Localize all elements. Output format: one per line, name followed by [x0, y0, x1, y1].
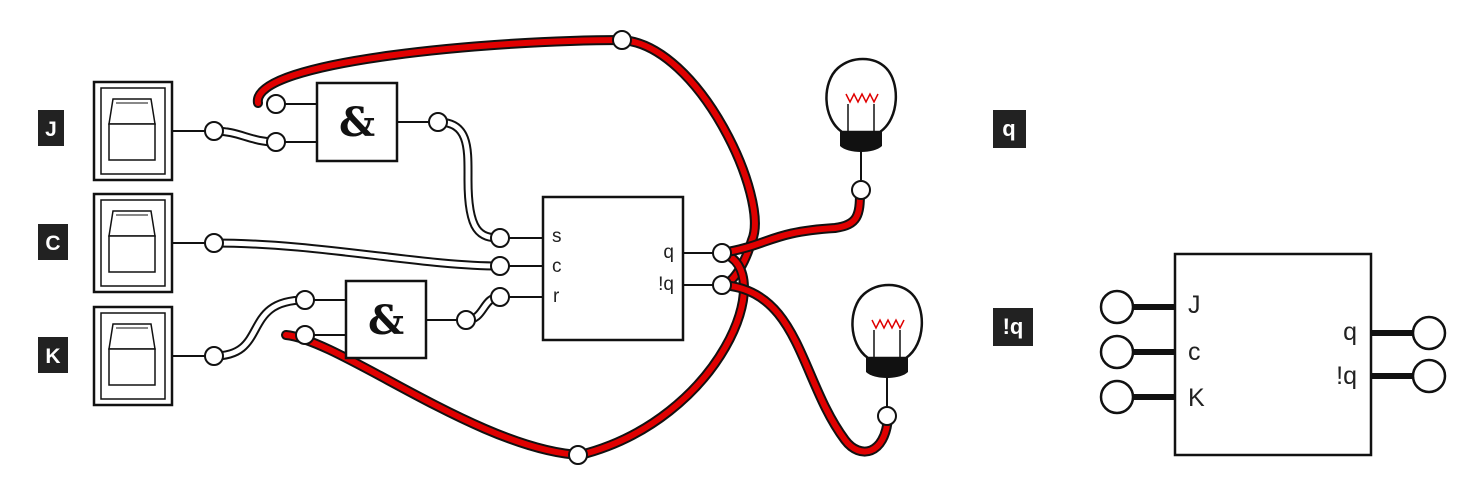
switch-j-output-node[interactable] [204, 121, 224, 141]
component-pin-label-nq: !q [1336, 362, 1357, 390]
sr-flipflop[interactable]: s c r q !q [500, 195, 722, 342]
wire-bend-node-bottom[interactable] [568, 445, 588, 465]
and2-output-node[interactable] [456, 310, 476, 330]
and-gate-lower[interactable]: & [305, 279, 466, 360]
pin-label-r: r [553, 286, 560, 307]
and1-input-b-node[interactable] [266, 132, 286, 152]
toggle-switch-icon [92, 305, 174, 407]
light-bulb-icon [851, 283, 924, 407]
input-label-c: C [38, 224, 68, 260]
pin-label-q: q [663, 242, 674, 263]
and2-input-a-node[interactable] [295, 290, 315, 310]
light-bulb-icon [825, 57, 898, 180]
component-pin-label-k: K [1188, 384, 1205, 412]
wire-nq-to-lamp-nq [717, 280, 893, 457]
ff-s-input-node[interactable] [490, 228, 510, 248]
lamp-nq-terminal[interactable] [877, 406, 897, 426]
jk-flipflop-component[interactable]: J c K q !q [1099, 252, 1447, 457]
and-symbol: & [339, 99, 375, 146]
switch-c-output-node[interactable] [204, 233, 224, 253]
switch-k-output-node[interactable] [204, 346, 224, 366]
switch-k[interactable] [92, 305, 214, 407]
ff-q-output-node[interactable] [712, 243, 732, 263]
switch-j[interactable] [92, 80, 214, 182]
wire-c-to-clock [209, 238, 505, 271]
toggle-switch-icon [92, 80, 174, 182]
wire-bend-node-top[interactable] [612, 30, 632, 50]
component-pin-label-j: J [1188, 291, 1201, 319]
pin-label-nq: !q [658, 274, 674, 295]
lamp-q-terminal[interactable] [851, 180, 871, 200]
ff-c-input-node[interactable] [490, 256, 510, 276]
wire-and1-to-s [433, 117, 505, 243]
output-label-q: q [993, 110, 1026, 148]
svg-text:q: q [1002, 116, 1015, 141]
toggle-switch-icon [92, 192, 174, 294]
wire-q-to-lamp-q [717, 187, 865, 258]
component-pin-label-c: c [1188, 338, 1201, 366]
pin-label-c: c [552, 256, 562, 277]
component-output-q-node[interactable] [1411, 315, 1447, 351]
and-symbol: & [368, 297, 404, 344]
ff-nq-output-node[interactable] [712, 275, 732, 295]
switch-c[interactable] [92, 192, 214, 294]
and1-output-node[interactable] [428, 112, 448, 132]
and2-input-b-node[interactable] [295, 325, 315, 345]
svg-text:J: J [45, 118, 57, 141]
and1-input-a-node[interactable] [266, 94, 286, 114]
component-input-j-node[interactable] [1099, 289, 1135, 325]
input-label-k: K [38, 337, 68, 373]
svg-text:C: C [45, 232, 60, 255]
lamp-q [825, 57, 898, 200]
wire-k-to-and2 [209, 295, 310, 361]
input-label-j: J [38, 110, 64, 146]
svg-text:!q: !q [1003, 314, 1024, 339]
component-input-k-node[interactable] [1099, 379, 1135, 415]
pin-label-s: s [552, 226, 562, 247]
component-pin-label-q: q [1343, 318, 1357, 346]
lamp-nq [851, 283, 924, 426]
svg-text:K: K [45, 345, 60, 368]
ff-r-input-node[interactable] [490, 287, 510, 307]
and-gate-upper[interactable]: & [276, 81, 438, 163]
output-label-nq: !q [993, 308, 1033, 346]
component-output-nq-node[interactable] [1411, 358, 1447, 394]
component-input-c-node[interactable] [1099, 334, 1135, 370]
